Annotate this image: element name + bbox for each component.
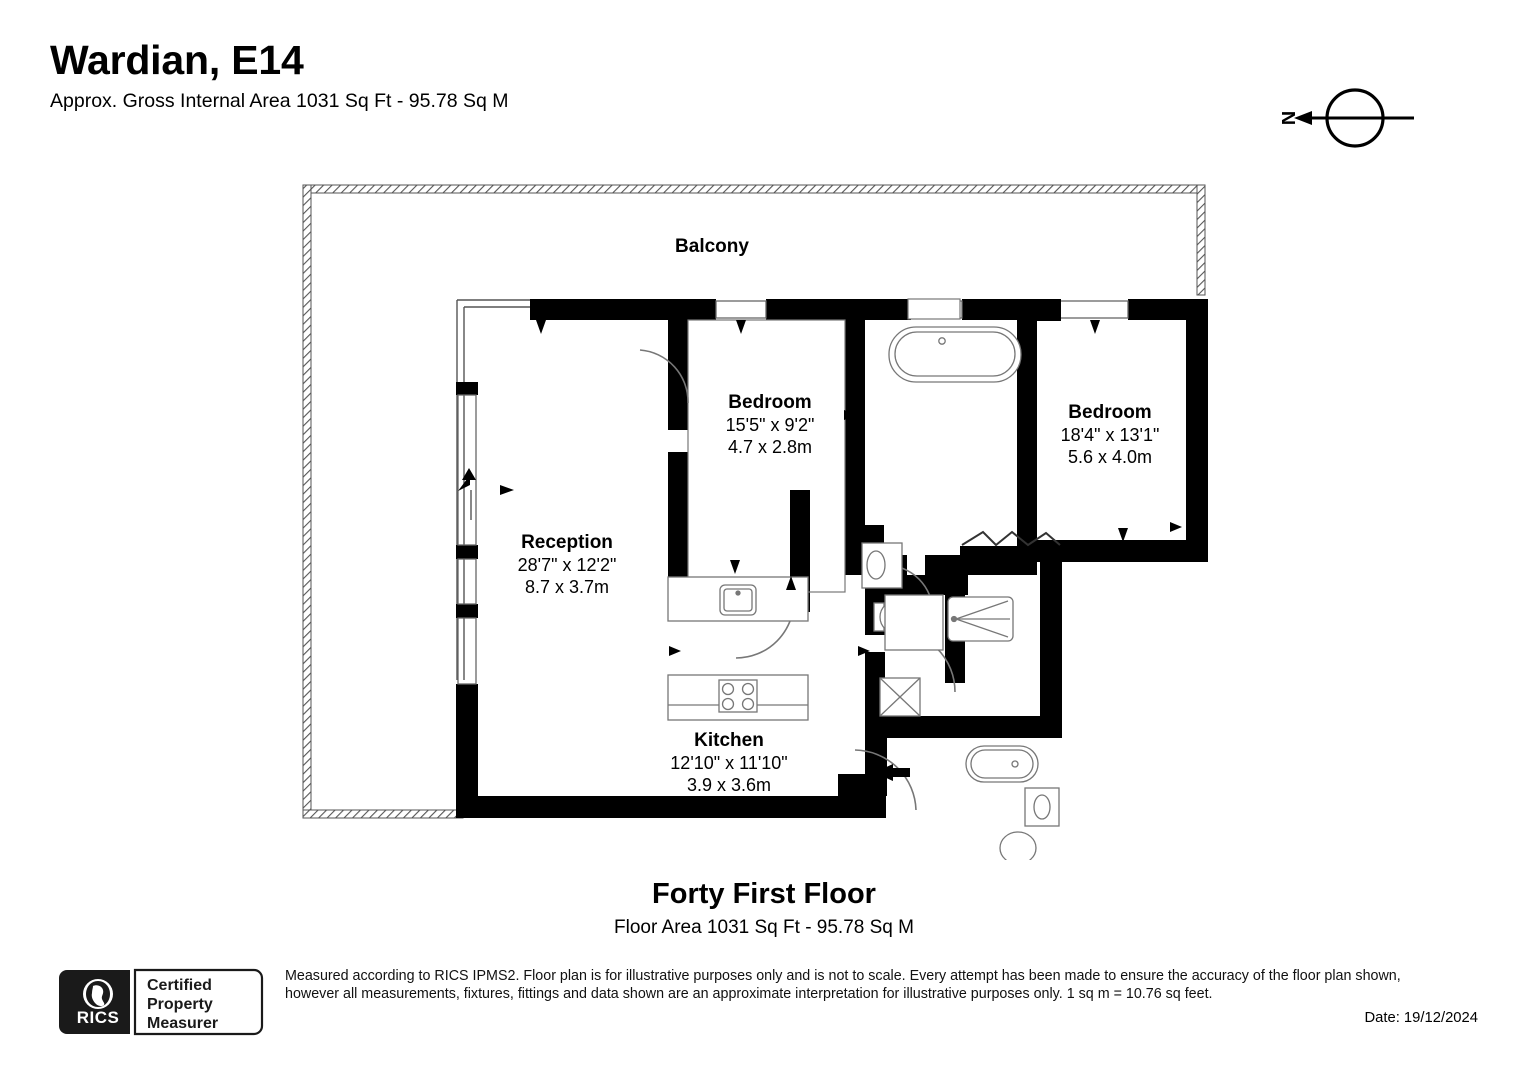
plan-date: Date: 19/12/2024: [1364, 1010, 1478, 1026]
label-bedroom2-dim-imperial: 18'4" x 13'1": [1061, 425, 1160, 445]
page-title: Wardian, E14: [50, 37, 304, 83]
fixtures: [667, 298, 1061, 865]
entrance-arrow-icon: [874, 764, 910, 781]
rics-certified-property-measurer-logo: RICS Certified Property Measurer: [57, 968, 264, 1036]
wardrobe-icon: [961, 530, 1061, 547]
door-bedroom1: [639, 349, 689, 404]
rics-line-3: Measurer: [147, 1015, 218, 1032]
toilet-icon-2: [999, 831, 1037, 865]
rics-line-1: Certified: [147, 977, 212, 994]
door-kitchen: [940, 800, 990, 850]
label-bedroom1-name: Bedroom: [728, 392, 811, 413]
compass-rose: N: [1278, 84, 1432, 156]
label-reception-name: Reception: [521, 532, 613, 553]
label-kitchen-name: Kitchen: [694, 730, 764, 751]
kitchen-sink-icon: [667, 576, 809, 622]
floor-area: Floor Area 1031 Sq Ft - 95.78 Sq M: [614, 917, 914, 939]
disclaimer-line-1: Measured according to RICS IPMS2. Floor …: [285, 968, 1401, 984]
shower-icon: [947, 596, 1014, 642]
compass-label: N: [1282, 111, 1300, 125]
bathtub-icon: [888, 326, 1022, 383]
rics-logo-icon: RICS Certified Property Measurer: [59, 968, 264, 1036]
hob-icon: [667, 674, 809, 721]
compass-north-icon: N: [1278, 88, 1414, 148]
bathtub-icon-2: [965, 745, 1039, 783]
floor-plan: Balcony: [0, 160, 1528, 865]
room-labels: Bedroom 15'5" x 9'2" 4.7 x 2.8m Bedroom …: [518, 392, 1160, 795]
wash-basin-icon: [861, 542, 903, 589]
door-entrance: [854, 749, 917, 811]
disclaimer: Measured according to RICS IPMS2. Floor …: [285, 967, 1475, 1004]
balcony-label: Balcony: [675, 236, 749, 257]
balcony-area: [302, 184, 1206, 819]
label-bedroom2-dim-metric: 5.6 x 4.0m: [1068, 447, 1152, 467]
label-bedroom1-dim-metric: 4.7 x 2.8m: [728, 437, 812, 457]
header: Wardian, E14 Approx. Gross Internal Area…: [50, 37, 950, 112]
floor-footer: Forty First Floor Floor Area 1031 Sq Ft …: [0, 878, 1528, 939]
label-kitchen-dim-imperial: 12'10" x 11'10": [670, 753, 787, 773]
bottom-bar: RICS Certified Property Measurer Measure…: [0, 960, 1528, 1080]
glazing-lines: [456, 299, 534, 680]
cupboard-icon: [879, 677, 921, 717]
label-bedroom1-dim-imperial: 15'5" x 9'2": [726, 415, 815, 435]
floor-plan-svg: Balcony: [302, 184, 1208, 865]
floor-name: Forty First Floor: [652, 878, 876, 910]
disclaimer-line-2: however all measurements, fixtures, fitt…: [285, 986, 1213, 1003]
label-reception-dim-metric: 8.7 x 3.7m: [525, 577, 609, 597]
label-reception-dim-imperial: 28'7" x 12'2": [518, 555, 617, 575]
closet-icon: [884, 594, 944, 651]
dimension-markers: [458, 320, 1182, 810]
rics-brand-text: RICS: [77, 1008, 120, 1027]
label-kitchen-dim-metric: 3.9 x 3.6m: [687, 775, 771, 795]
rics-line-2: Property: [147, 996, 213, 1013]
label-bedroom2-name: Bedroom: [1068, 402, 1151, 423]
page-subtitle: Approx. Gross Internal Area 1031 Sq Ft -…: [50, 89, 509, 112]
wash-basin-icon-2: [1024, 787, 1060, 827]
